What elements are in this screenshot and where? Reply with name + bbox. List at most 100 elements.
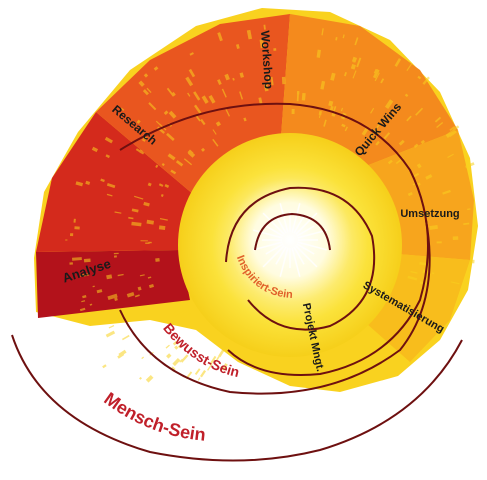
speckle [189, 52, 194, 56]
speckle [431, 272, 435, 275]
speckle [216, 356, 220, 361]
speckle [465, 162, 475, 169]
speckle [331, 112, 336, 117]
speckle [107, 293, 118, 300]
speckle [212, 129, 217, 135]
speckle [89, 303, 93, 306]
speckle [356, 57, 362, 68]
speckle [215, 121, 221, 127]
sun-ray [253, 229, 283, 239]
speckle [344, 126, 348, 132]
speckle [106, 193, 113, 197]
speckle [281, 76, 286, 85]
speckle [187, 92, 191, 97]
speckle [83, 258, 91, 263]
sun-ray [262, 245, 285, 268]
speckle [138, 80, 145, 87]
speckle [126, 291, 135, 298]
speckle [92, 285, 95, 288]
spiral-lines [11, 102, 463, 462]
speckle [344, 72, 347, 77]
speckle [100, 178, 105, 183]
speckle [341, 123, 346, 128]
speckle [105, 154, 110, 159]
sun-ray [297, 241, 327, 251]
speckle [412, 183, 416, 186]
speckle [177, 344, 182, 349]
speckle [380, 78, 385, 84]
speckle [387, 159, 393, 165]
speckle [270, 76, 274, 86]
speckle [199, 369, 207, 378]
speckle [143, 73, 149, 78]
speckle [168, 110, 177, 119]
sun-ray [295, 245, 318, 268]
speckle [167, 153, 176, 161]
speckle [74, 226, 80, 230]
speckle [134, 195, 144, 200]
wedge-research [36, 112, 200, 252]
speckle [224, 107, 231, 117]
speckle [209, 355, 217, 365]
speckle [425, 174, 433, 180]
speckle [208, 94, 216, 104]
speckle [148, 283, 155, 289]
speckle [105, 330, 116, 338]
speckle [207, 363, 213, 371]
speckle [187, 149, 194, 156]
speckle [323, 119, 327, 127]
speckle [180, 354, 189, 363]
speckle [65, 239, 68, 241]
speckle [172, 357, 181, 367]
speckle [195, 115, 201, 122]
speckle [80, 273, 89, 277]
speckle [155, 164, 159, 168]
speckle [91, 146, 99, 153]
speckle [350, 64, 356, 70]
speckle [106, 274, 113, 280]
speckle [140, 240, 148, 242]
speckle [193, 91, 201, 101]
speckle [335, 37, 338, 41]
speckle [121, 334, 130, 341]
speckle [137, 286, 142, 291]
speckle [145, 375, 154, 383]
spiral-line-bewusst [119, 219, 431, 395]
speckle [185, 76, 194, 87]
speckle [166, 353, 172, 359]
speckle [342, 34, 345, 39]
speckle [246, 29, 253, 40]
speckle [141, 138, 146, 142]
speckle [320, 80, 326, 90]
speckle [143, 201, 150, 207]
speckle [161, 163, 165, 167]
sun-ray [295, 212, 318, 235]
speckle [413, 143, 419, 148]
speckle [194, 368, 201, 375]
label-workshop: Workshop [258, 30, 276, 89]
speckle [142, 89, 149, 96]
speckle [374, 72, 380, 82]
speckle [158, 225, 166, 230]
speckle [452, 125, 460, 131]
label-mensch-sein: Mensch-Sein [100, 388, 206, 444]
speckle [108, 324, 115, 329]
speckle [449, 126, 456, 131]
speckle [135, 148, 145, 155]
speckle [398, 139, 405, 146]
speckle [201, 95, 209, 104]
speckle [332, 106, 337, 113]
speckle [450, 281, 460, 285]
spiral-line-core [254, 212, 331, 251]
sun-ray [293, 246, 305, 265]
speckle [407, 192, 413, 197]
sun-ray [296, 243, 315, 255]
sun-ray [265, 225, 284, 237]
speckle [166, 132, 175, 141]
speckle [136, 119, 141, 124]
speckle [243, 117, 247, 122]
speckle [452, 236, 459, 240]
speckle [413, 172, 420, 178]
